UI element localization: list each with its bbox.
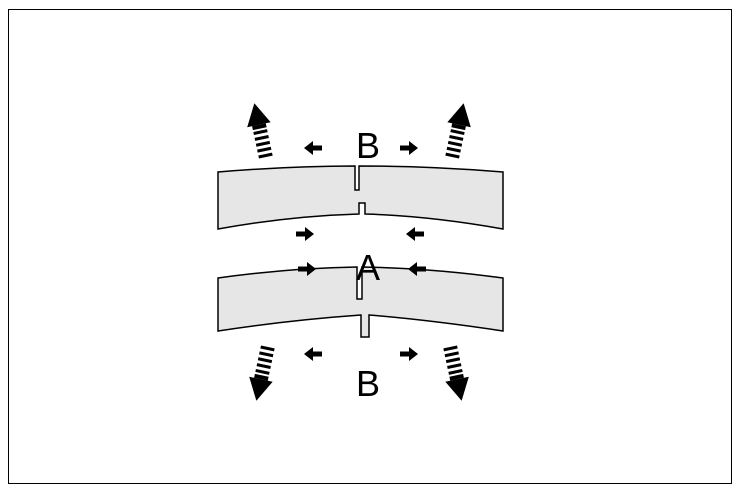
arrow-right-top-icon <box>400 141 418 155</box>
arrow-inward-left-1-icon <box>296 227 314 241</box>
dashed-arrow-down-right-icon <box>438 344 474 404</box>
top-strip <box>217 165 504 230</box>
label-bottom: B <box>356 363 380 404</box>
label-top: B <box>356 125 380 166</box>
arrow-right-bottom-icon <box>400 347 418 361</box>
bottom-strip <box>217 266 504 338</box>
arrow-inward-right-1-icon <box>406 227 424 241</box>
dashed-arrow-up-left-icon <box>242 100 278 160</box>
label-middle: A <box>356 247 380 288</box>
arrow-left-bottom-icon <box>304 347 322 361</box>
dashed-arrow-up-right-icon <box>440 100 476 160</box>
arrow-left-top-icon <box>304 141 322 155</box>
diagram-frame <box>8 9 732 484</box>
dashed-arrow-down-left-icon <box>244 344 280 404</box>
